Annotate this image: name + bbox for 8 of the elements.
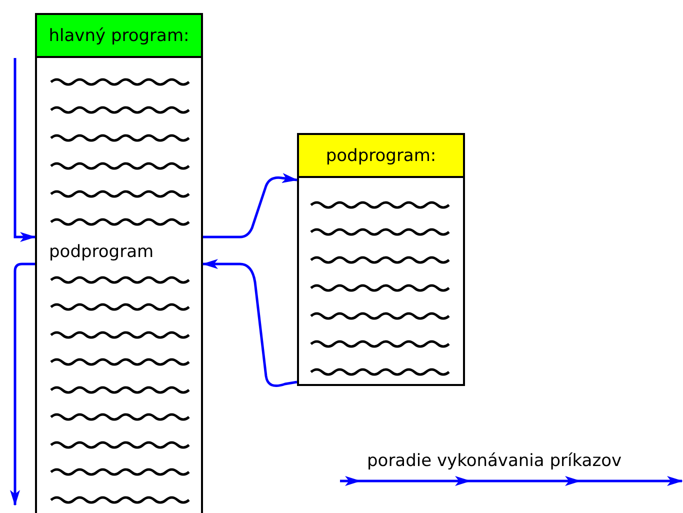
box-header: podprogram: — [299, 135, 463, 178]
legend-text: poradie vykonávania príkazov — [367, 452, 622, 471]
flow-arrow — [14, 58, 36, 242]
flow-arrow — [202, 259, 298, 387]
call-label: podprogram — [49, 244, 154, 261]
flow-arrow — [10, 262, 35, 506]
flow-arrow — [203, 173, 298, 238]
box-header: hlavný program: — [37, 15, 201, 58]
